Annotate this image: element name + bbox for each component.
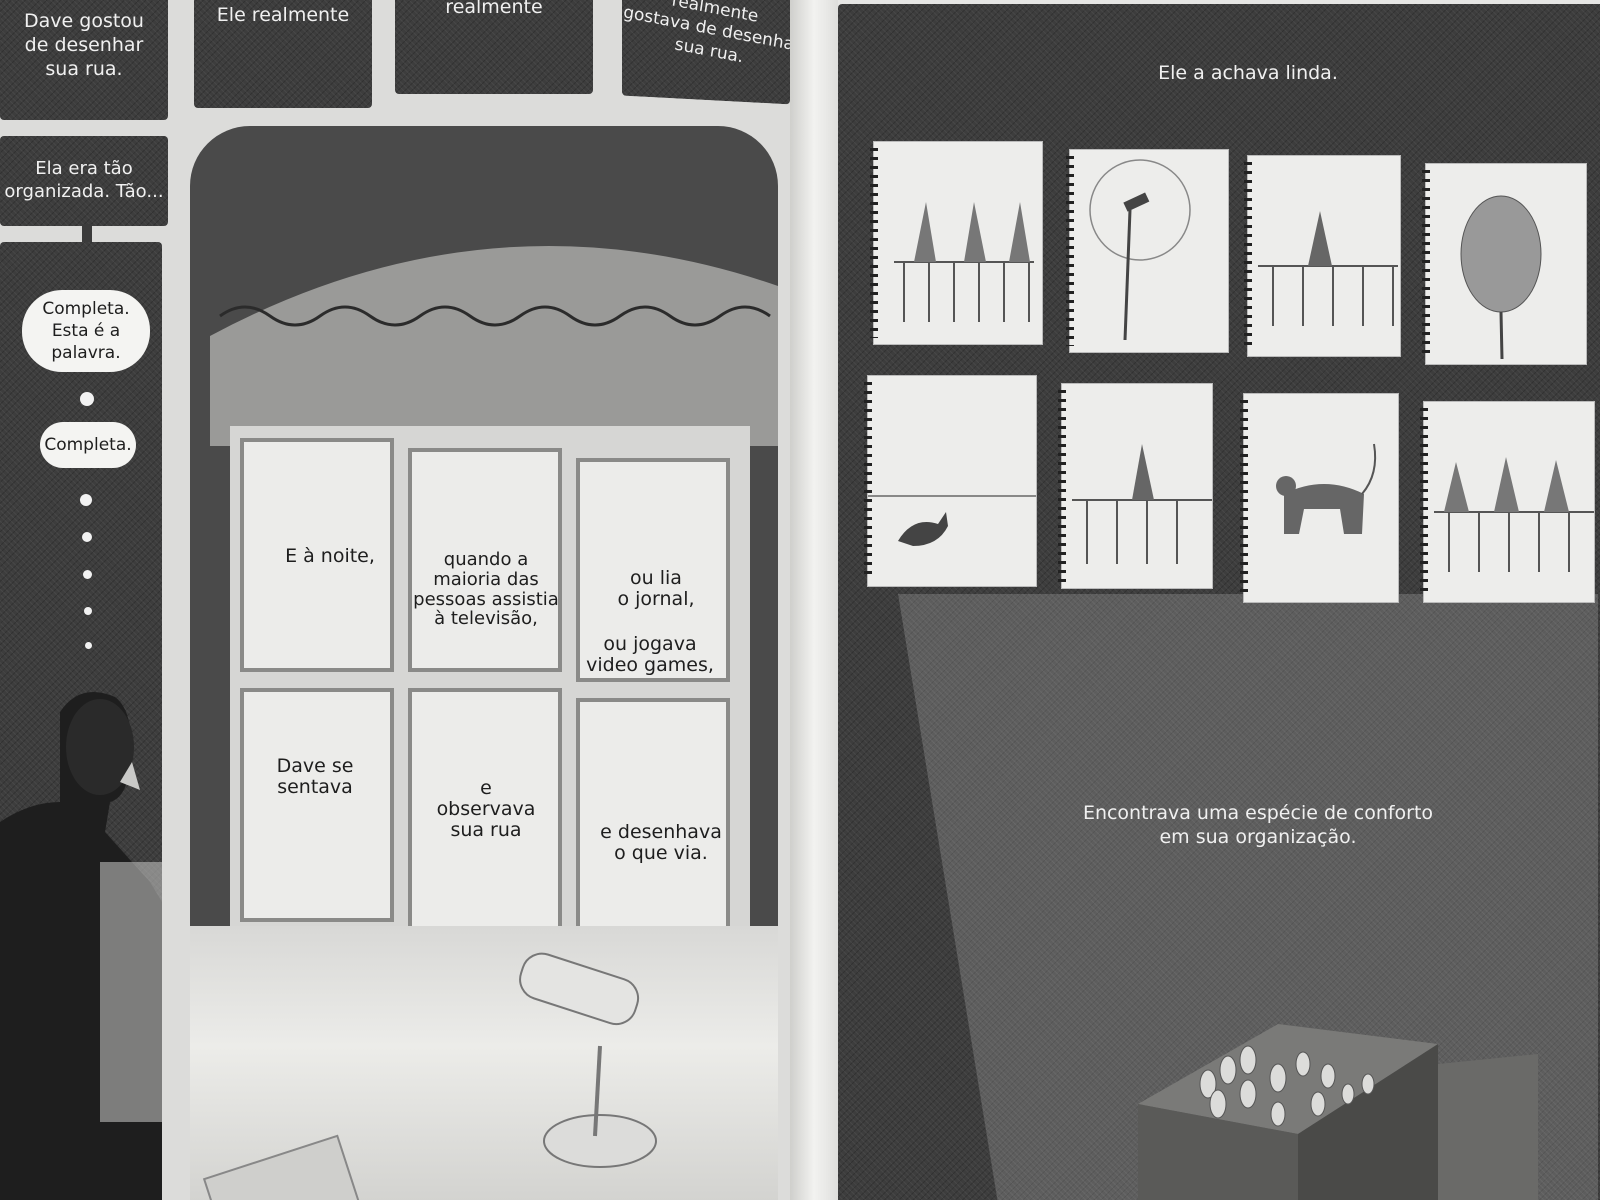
caption-text: realmente (445, 0, 543, 18)
window-text-4: ou jogava video games, (586, 633, 714, 676)
window-text-1: E à noite, (285, 545, 375, 567)
man-drawing-panel: Completa. Esta é a palavra. Completa. (0, 242, 162, 1200)
sketch-tree-icon (1460, 195, 1542, 360)
thought-dot (83, 570, 92, 579)
caption-text: Ele realmente (216, 4, 350, 26)
sketch-card (864, 376, 1036, 586)
sketch-card (1422, 164, 1586, 364)
window-frame: E à noite, quando a maioria das pessoas … (230, 426, 750, 986)
window-text-3: ou lia o jornal, (617, 567, 695, 610)
thought-bubble-large: Completa. Esta é a palavra. (22, 290, 150, 372)
window-text-5: Dave se sentava (276, 755, 354, 798)
caption-panel-side: Ela era tão organizada. Tão... (0, 136, 168, 226)
sketch-card (1240, 394, 1398, 602)
sketch-card (1058, 384, 1212, 588)
caption-panel-1: Dave gostou de desenhar sua rua. (0, 0, 168, 120)
thought-dot (80, 494, 92, 506)
sketch-man-walking-icon (1258, 211, 1398, 326)
thought-dot (80, 392, 94, 406)
caption-panel-2: Ele realmente (194, 0, 372, 108)
window-text-2: quando a maioria das pessoas assistia à … (413, 549, 559, 630)
sketch-three-men-icon (894, 202, 1034, 322)
right-comic-page: Ele a achava linda. (838, 0, 1600, 1200)
sketch-card (1420, 402, 1594, 602)
sketch-three-figures-icon (1434, 457, 1594, 572)
thought-dot (82, 532, 92, 542)
thought-dot (85, 642, 92, 649)
top-caption: Ele a achava linda. (1158, 62, 1338, 84)
curtain-drawing (210, 246, 778, 446)
caption-text: Ela era tão organizada. Tão... (4, 158, 164, 202)
desk-lamp-drawing (202, 952, 657, 1200)
light-beam (898, 594, 1598, 1200)
window-text-7: e desenhava o que via. (600, 821, 722, 864)
caption-panel-3: realmente (395, 0, 593, 94)
sketch-bird-icon (868, 495, 1036, 546)
thought-bubble-small: Completa. (40, 422, 136, 468)
bottom-caption: Encontrava uma espécie de conforto em su… (1082, 802, 1434, 848)
window-text-6: e observava sua rua (436, 777, 536, 841)
window-sill-desk (190, 926, 778, 1200)
caption-text: realmente gostava de desenhar sua rua. (622, 0, 790, 67)
sketch-card (870, 142, 1042, 344)
thought-dot (84, 607, 92, 615)
left-comic-page: Dave gostou de desenhar sua rua. Ele rea… (0, 0, 790, 1200)
caption-panel-4: realmente gostava de desenhar sua rua. (622, 0, 790, 105)
man-figure-drawing (0, 692, 162, 1200)
sketch-card (1066, 150, 1228, 352)
window-panes-drawing (230, 426, 750, 986)
chess-board-drawing (1138, 1024, 1538, 1200)
sketch-card (1244, 156, 1400, 356)
sketches-scene-panel: Ele a achava linda. (838, 4, 1600, 1200)
caption-text: Dave gostou de desenhar sua rua. (24, 10, 144, 80)
caption-connector (82, 224, 92, 246)
window-scene-panel: E à noite, quando a maioria das pessoas … (190, 126, 778, 1200)
sketch-man-fence-icon (1072, 444, 1212, 564)
sketch-street-lamp-icon (1089, 159, 1191, 341)
sketch-cat-icon (1276, 443, 1377, 534)
